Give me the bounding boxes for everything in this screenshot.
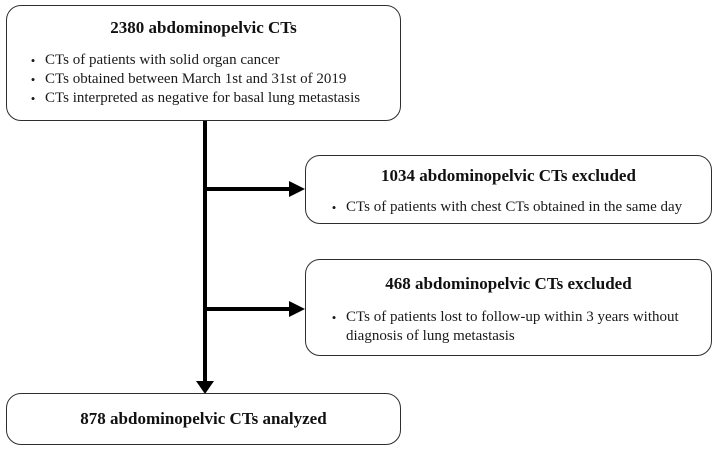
- bullet-text: CTs obtained between March 1st and 31st …: [45, 71, 347, 87]
- connector-branch-excluded-same-day: [205, 187, 290, 191]
- bullet-list: • CTs of patients lost to follow-up with…: [328, 308, 697, 346]
- bullet-item: • CTs of patients lost to follow-up with…: [328, 308, 697, 346]
- node-analyzed-cts: 878 abdominopelvic CTs analyzed: [6, 393, 401, 445]
- bullet-icon: •: [331, 200, 337, 215]
- node-title: 878 abdominopelvic CTs analyzed: [80, 409, 327, 428]
- bullet-text: CTs interpreted as negative for basal lu…: [45, 90, 361, 106]
- bullet-icon: •: [30, 72, 36, 87]
- node-excluded-same-day: 1034 abdominopelvic CTs excluded • CTs o…: [305, 155, 712, 224]
- bullet-item: • CTs of patients with chest CTs obtaine…: [328, 198, 703, 217]
- bullet-item: • CTs obtained between March 1st and 31s…: [27, 70, 392, 89]
- node-title: 1034 abdominopelvic CTs excluded: [381, 166, 636, 185]
- bullet-item: • CTs of patients with solid organ cance…: [27, 51, 392, 70]
- node-total-cts: 2380 abdominopelvic CTs • CTs of patient…: [6, 5, 401, 121]
- node-title: 468 abdominopelvic CTs excluded: [385, 274, 632, 293]
- node-title: 2380 abdominopelvic CTs: [110, 18, 297, 37]
- arrowhead-right-icon: [289, 181, 305, 197]
- arrowhead-down-icon: [196, 381, 214, 394]
- node-excluded-followup: 468 abdominopelvic CTs excluded • CTs of…: [305, 259, 712, 356]
- bullet-list: • CTs of patients with chest CTs obtaine…: [328, 198, 703, 217]
- bullet-icon: •: [331, 310, 337, 325]
- bullet-text: CTs of patients with chest CTs obtained …: [346, 199, 683, 215]
- arrowhead-right-icon: [289, 301, 305, 317]
- connector-main-vertical: [203, 121, 207, 382]
- bullet-text: CTs of patients lost to follow-up within…: [346, 309, 679, 344]
- bullet-icon: •: [30, 91, 36, 106]
- bullet-icon: •: [30, 53, 36, 68]
- connector-branch-excluded-followup: [205, 307, 290, 311]
- bullet-text: CTs of patients with solid organ cancer: [45, 52, 280, 68]
- bullet-item: • CTs interpreted as negative for basal …: [27, 89, 392, 108]
- bullet-list: • CTs of patients with solid organ cance…: [27, 51, 392, 108]
